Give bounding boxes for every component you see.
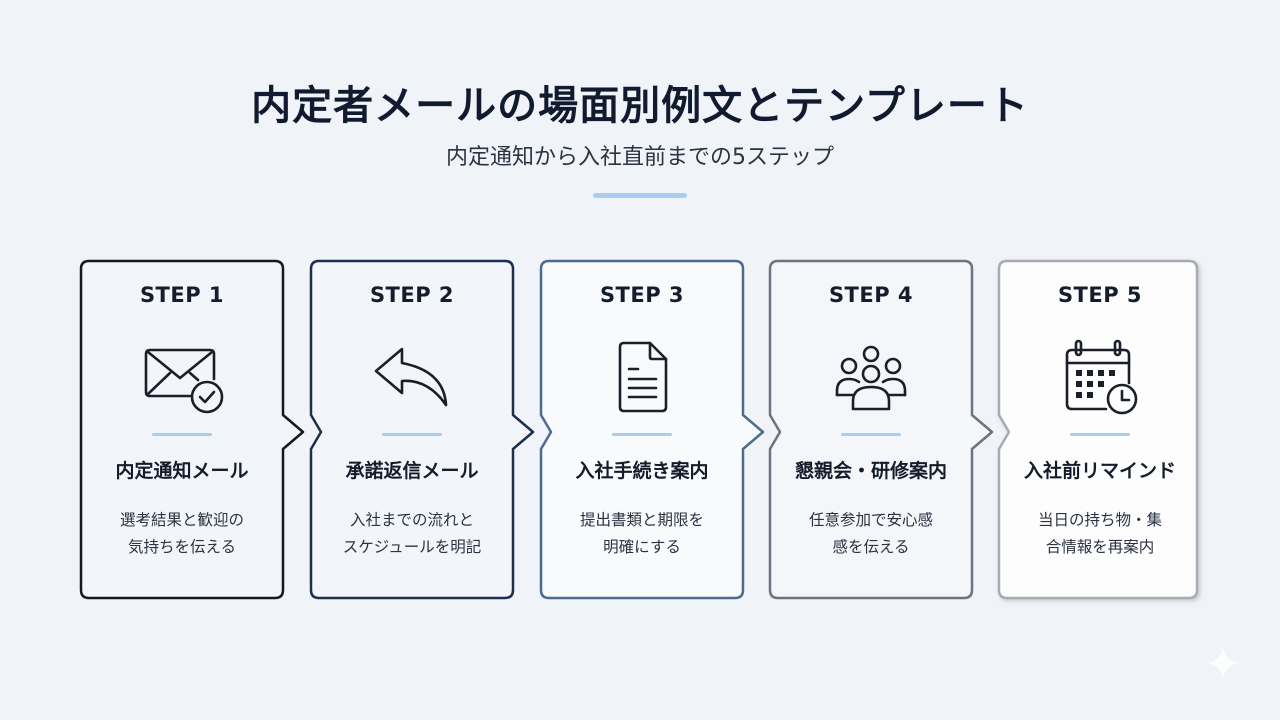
card-frame (539, 259, 765, 600)
step-description: 提出書類と期限を 明確にする (557, 507, 727, 561)
card-frame (768, 259, 994, 600)
step-card-2: STEP 2 承諾返信メール 入社までの流れと スケジュールを明記 (305, 255, 545, 605)
card-divider (382, 433, 442, 436)
step-heading: 懇親会・研修案内 (794, 460, 947, 482)
card-frame (309, 259, 535, 600)
reply-arrow-icon (362, 337, 462, 417)
step-label: STEP 2 (369, 283, 455, 307)
step-card-4: STEP 4 懇親会・研修案内 任意参加で安心感 感を伝える (764, 255, 1004, 605)
step-heading: 内定通知メール (115, 460, 249, 482)
description-line: 提出書類と期限を (579, 511, 704, 529)
step-card-1: STEP 1 内定通知メール 選考結果と歓迎の 気持ちを伝える (75, 255, 315, 605)
description-line: 明確にする (603, 538, 681, 556)
step-description: 選考結果と歓迎の 気持ちを伝える (97, 507, 267, 561)
description-line: 気持ちを伝える (127, 538, 237, 556)
calendar-clock-icon (1050, 337, 1150, 417)
description-line: スケジュールを明記 (342, 538, 482, 556)
step-description: 当日の持ち物・集 合情報を再案内 (1015, 507, 1185, 561)
card-divider (841, 433, 901, 436)
description-line: 感を伝える (832, 538, 910, 556)
step-card-3: STEP 3 入社手続き案内 提出書類と期限を 明確にする (535, 255, 775, 605)
step-label: STEP 5 (1057, 283, 1143, 307)
document-icon (592, 337, 692, 417)
sparkle-icon (1205, 645, 1241, 681)
description-line: 入社までの流れと (349, 511, 474, 529)
card-divider (612, 433, 672, 436)
description-line: 任意参加で安心感 (808, 511, 933, 529)
step-label: STEP 3 (599, 283, 685, 307)
step-heading: 入社手続き案内 (575, 460, 709, 482)
step-card-5: STEP 5 (993, 255, 1233, 605)
card-frame (997, 259, 1199, 600)
step-heading: 承諾返信メール (345, 460, 479, 482)
step-label: STEP 4 (828, 283, 914, 307)
people-group-icon (821, 337, 921, 417)
header-divider (593, 193, 687, 198)
card-divider (1070, 433, 1130, 436)
description-line: 選考結果と歓迎の (119, 511, 244, 529)
step-heading: 入社前リマインド (1023, 460, 1176, 482)
card-divider (152, 433, 212, 436)
step-label: STEP 1 (139, 283, 225, 307)
page-subtitle: 内定通知から入社直前までの5ステップ (446, 145, 834, 170)
mail-check-icon (132, 337, 232, 417)
description-line: 合情報を再案内 (1045, 538, 1155, 556)
step-description: 入社までの流れと スケジュールを明記 (327, 507, 497, 561)
description-line: 当日の持ち物・集 (1037, 511, 1162, 529)
page-title: 内定者メールの場面別例文とテンプレート (251, 83, 1029, 129)
step-description: 任意参加で安心感 感を伝える (786, 507, 956, 561)
card-frame (79, 259, 305, 600)
